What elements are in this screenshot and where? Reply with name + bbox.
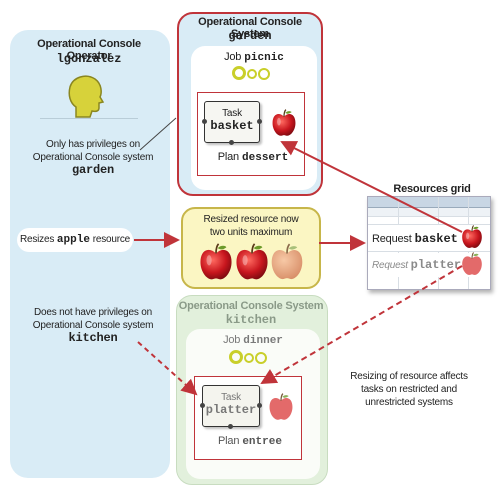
task-basket[interactable]: Task basket (202, 101, 262, 145)
operator-divider (40, 118, 138, 119)
job-dinner-ring-icon (229, 350, 243, 364)
job-dinner-heading: Job dinner (186, 334, 320, 347)
footnote: Resizing of resource affects tasks on re… (344, 370, 474, 409)
task-platter-port (200, 403, 205, 408)
job-dinner-ring-icon (244, 353, 254, 363)
apple-faded-icon (270, 243, 304, 280)
note-has-privileges-line1: Only has privileges on (46, 139, 140, 150)
footnote-line3: unrestricted systems (365, 397, 453, 408)
task-platter-port (257, 403, 262, 408)
resize-action-noun: resource (92, 234, 131, 245)
note-has-privileges-line2: Operational Console system (32, 152, 154, 163)
task-basket-port (229, 140, 234, 145)
job-dinner-name: dinner (243, 335, 283, 347)
task-platter-name: platter (205, 403, 257, 417)
apple-icon (271, 109, 297, 137)
apple-icon (199, 243, 233, 281)
note-no-privileges-line2: Operational Console system (32, 320, 154, 331)
operator-title: Operational Console Operator (37, 38, 141, 62)
job-picnic-ring-icon (247, 69, 257, 79)
grid-row-basket-value: basket (414, 232, 458, 246)
task-platter-port (228, 424, 233, 429)
plan-entree-heading: Plan entree (200, 435, 300, 448)
task-basket-port (257, 119, 262, 124)
operator-username: lgonzalez (56, 52, 122, 66)
job-picnic-label: Job (224, 51, 242, 63)
grid-row-platter-value: platter (410, 258, 462, 272)
resized-resource-caption: Resized resource now two units maximum (181, 213, 321, 239)
job-picnic-ring-icon (232, 66, 246, 80)
job-dinner-ring-icon (255, 352, 267, 364)
resized-resource-caption-line1: Resized resource now (203, 214, 299, 225)
plan-entree-label: Plan (218, 435, 240, 447)
grid-row-platter-label: Request (372, 260, 408, 271)
job-picnic-name: picnic (244, 52, 284, 64)
apple-icon (461, 225, 483, 249)
grid-row (368, 208, 490, 217)
resized-resource-caption-line2: two units maximum (209, 227, 293, 238)
footnote-line2: tasks on restricted and (360, 384, 457, 395)
note-no-privileges-line1: Does not have privileges on (33, 307, 152, 318)
plan-dessert-name: dessert (242, 152, 289, 164)
grid-row-basket-label: Request (372, 233, 412, 245)
note-no-privileges: Does not have privileges on Operational … (18, 306, 168, 345)
resources-grid-title: Resources grid (393, 183, 471, 195)
plan-dessert-label: Plan (217, 151, 239, 163)
grid-header (368, 197, 490, 208)
task-basket-name: basket (210, 119, 254, 133)
task-platter[interactable]: Task platter (200, 385, 262, 429)
system-garden-name: garden (228, 29, 272, 43)
apple-dim-icon (268, 393, 294, 421)
task-basket-label: Task (222, 108, 242, 119)
system-kitchen-title: Operational Console System (178, 300, 324, 312)
system-kitchen-name: kitchen (225, 313, 277, 327)
task-platter-label: Task (221, 392, 241, 403)
resize-action-pill: Resizes apple resource (17, 228, 133, 252)
plan-dessert-heading: Plan dessert (203, 151, 303, 164)
note-no-privileges-system: kitchen (68, 331, 118, 345)
apple-dim-icon (461, 252, 483, 276)
operator-head-icon (68, 75, 105, 118)
resize-action-verb: Resizes (19, 234, 55, 245)
note-has-privileges-system: garden (71, 163, 114, 177)
note-has-privileges: Only has privileges on Operational Conso… (18, 138, 168, 177)
system-garden-title: Operational Console System (198, 16, 302, 40)
plan-entree-name: entree (242, 436, 282, 448)
footnote-line1: Resizing of resource affects (350, 371, 468, 382)
task-basket-port (202, 119, 207, 124)
job-dinner-label: Job (223, 334, 241, 346)
job-picnic-ring-icon (258, 68, 270, 80)
job-picnic-heading: Job picnic (191, 51, 317, 64)
apple-icon (235, 243, 269, 281)
resize-action-resource: apple (56, 234, 90, 246)
